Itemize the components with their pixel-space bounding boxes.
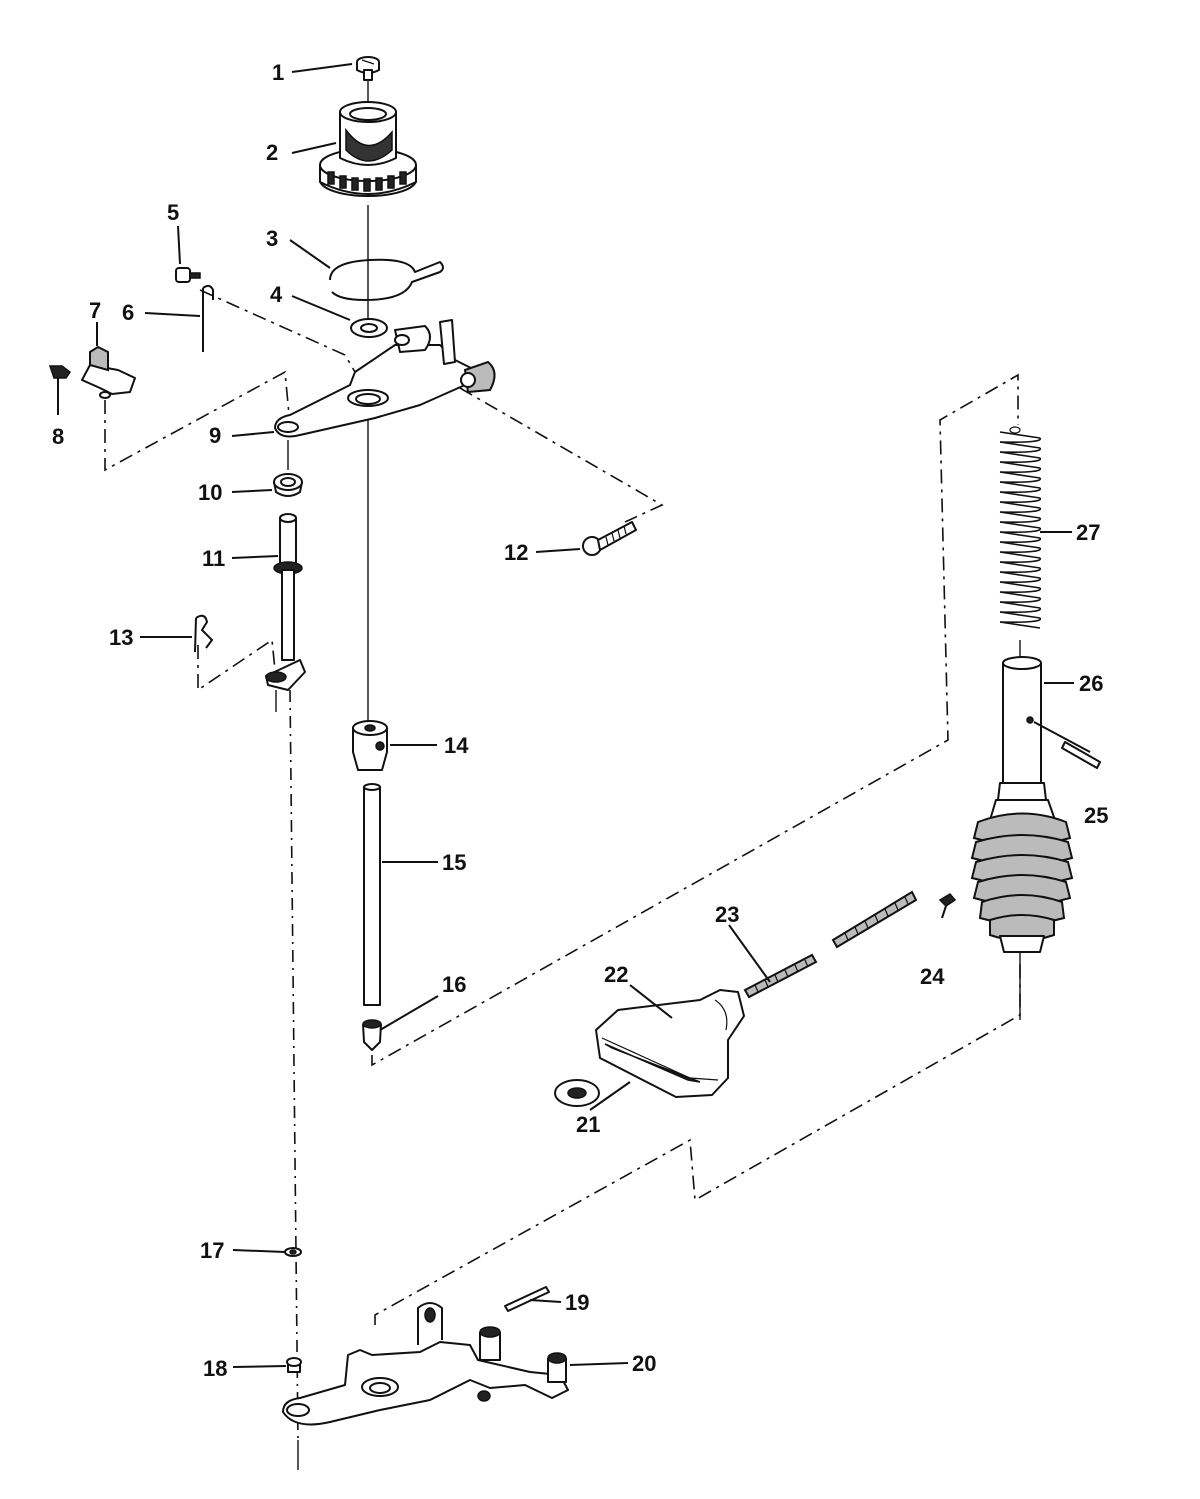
callout-1: 1 <box>272 60 284 85</box>
phantom-lines <box>104 289 1021 1325</box>
callout-10: 10 <box>198 480 222 505</box>
callout-15: 15 <box>442 850 466 875</box>
part-7-bracket <box>81 345 136 399</box>
callout-26: 26 <box>1079 671 1103 696</box>
part-18-nut <box>286 1357 302 1373</box>
callouts: 1 2 3 4 5 6 7 8 9 10 11 12 13 14 15 16 1… <box>52 60 1108 1381</box>
part-14-coupling <box>352 720 388 771</box>
part-24-screw <box>938 893 957 919</box>
callout-23: 23 <box>715 902 739 927</box>
callout-8: 8 <box>52 424 64 449</box>
part-27-spring <box>999 426 1042 629</box>
part-9-arm <box>274 319 496 438</box>
part-16-fitting <box>362 1019 382 1051</box>
callout-20: 20 <box>632 1351 656 1376</box>
part-20-lever <box>282 1302 569 1426</box>
callout-5: 5 <box>167 200 179 225</box>
callout-12: 12 <box>504 540 528 565</box>
callout-22: 22 <box>604 962 628 987</box>
callout-9: 9 <box>209 423 221 448</box>
part-3-spring-wire <box>329 258 444 301</box>
callout-14: 14 <box>444 733 469 758</box>
callout-17: 17 <box>200 1238 224 1263</box>
callout-7: 7 <box>89 298 101 323</box>
callout-21: 21 <box>576 1112 600 1137</box>
callout-18: 18 <box>203 1356 227 1381</box>
part-5-screw <box>175 267 201 283</box>
callout-19: 19 <box>565 1290 589 1315</box>
part-4-washer <box>350 318 388 338</box>
callout-24: 24 <box>920 964 945 989</box>
part-25-pin <box>1061 741 1101 769</box>
callout-13: 13 <box>109 625 133 650</box>
part-12-screw <box>582 521 637 556</box>
part-15-shaft <box>363 783 381 1006</box>
callout-4: 4 <box>270 282 283 307</box>
part-26-tube <box>970 656 1074 953</box>
part-13-clip <box>194 614 213 653</box>
part-8-screw <box>48 365 72 379</box>
callout-2: 2 <box>266 140 278 165</box>
part-23-pins <box>743 890 918 999</box>
part-22-handle <box>595 989 745 1098</box>
callout-11: 11 <box>202 546 225 571</box>
callout-16: 16 <box>442 972 466 997</box>
part-2-gear <box>319 101 417 197</box>
part-11-rod <box>265 513 306 691</box>
assembly-lines <box>275 80 1021 1470</box>
callout-27: 27 <box>1076 520 1100 545</box>
part-17-clip <box>284 1247 302 1257</box>
part-10-bushing <box>273 473 303 497</box>
callout-25: 25 <box>1084 803 1108 828</box>
part-6-pin <box>202 284 214 352</box>
leader-lines <box>57 63 1091 1368</box>
part-19-pin <box>504 1286 550 1312</box>
callout-6: 6 <box>122 300 134 325</box>
part-1-screw <box>356 56 380 81</box>
part-21-washer <box>554 1079 600 1107</box>
callout-3: 3 <box>266 226 278 251</box>
